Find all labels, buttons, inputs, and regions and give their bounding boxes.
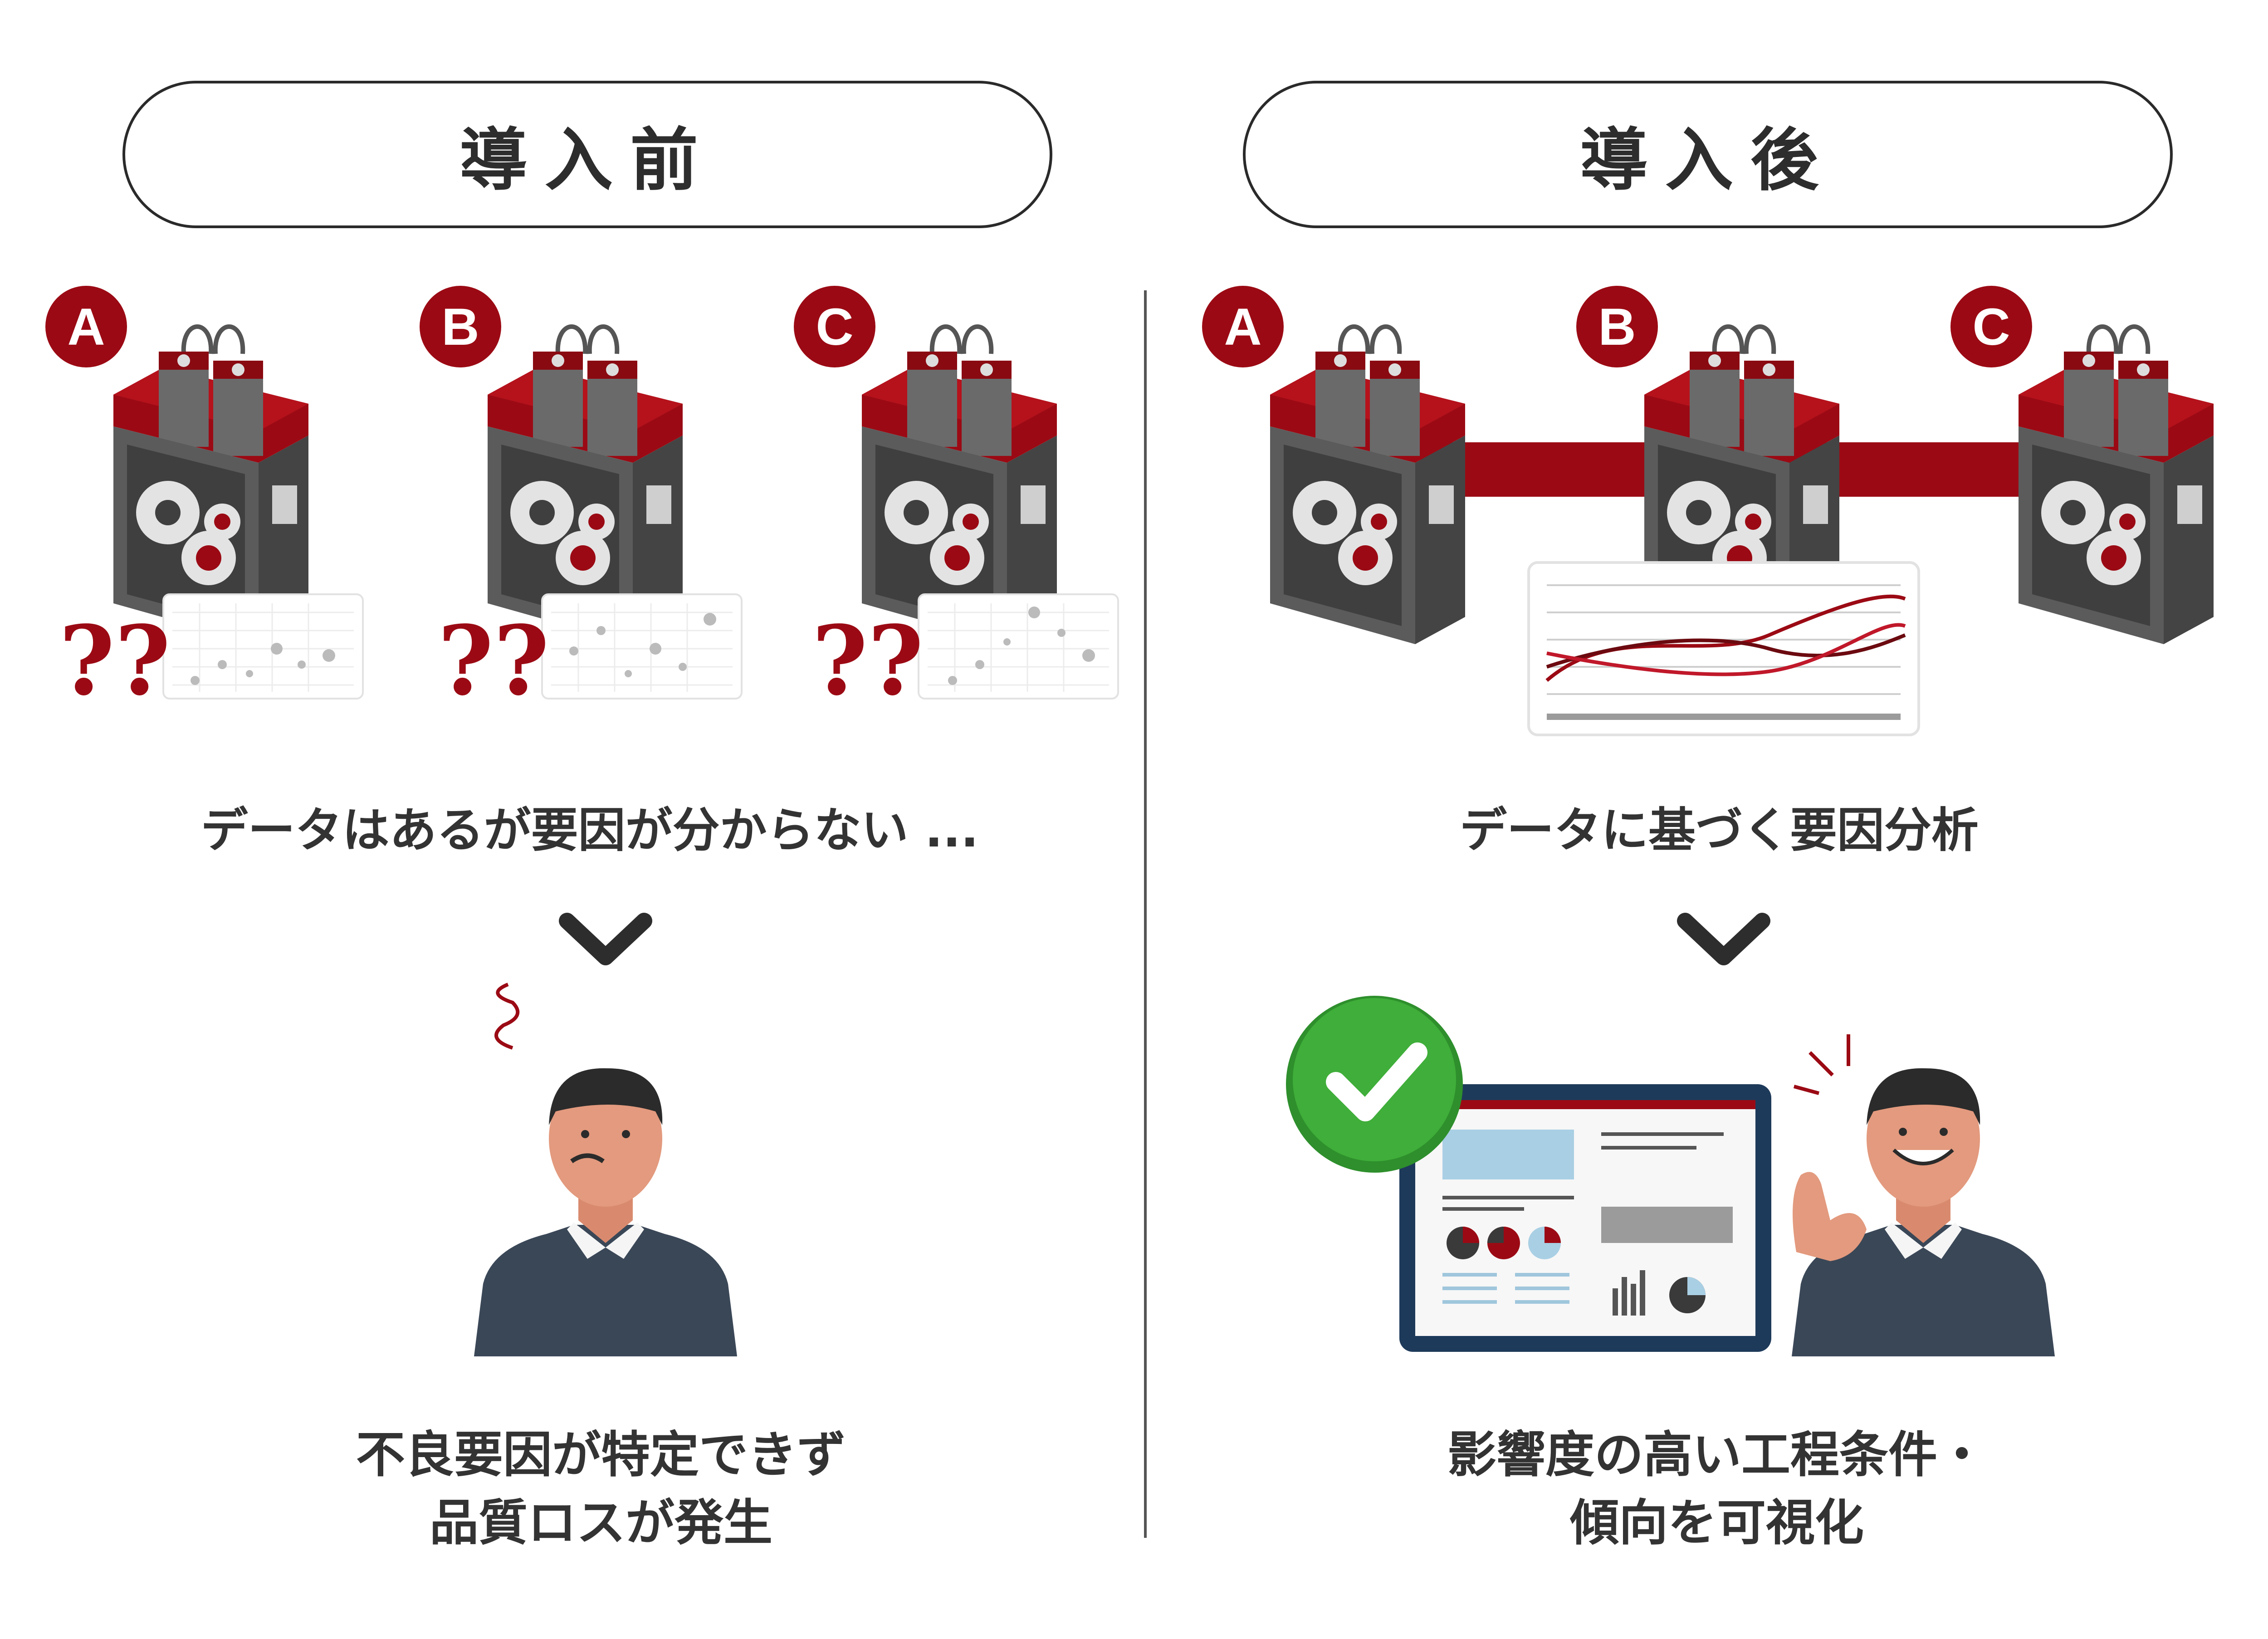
before-question-a: ??: [59, 605, 171, 717]
before-question-c: ??: [812, 605, 924, 717]
before-result-line2: 品質ロスが発生: [429, 1495, 772, 1551]
before-machine-c: C: [794, 286, 1057, 644]
after-result-line1: 影響度の高い工程条件・: [1447, 1427, 1986, 1483]
before-scatter-a: [162, 593, 364, 700]
before-scatter-b: [541, 593, 743, 700]
worried-person: [474, 983, 737, 1356]
tablet-dashboard: [1399, 1084, 1771, 1352]
before-title: 導入前: [122, 81, 1052, 228]
after-label-b: B: [1598, 298, 1636, 356]
happy-person: [1792, 1034, 2055, 1356]
check-badge-icon: [1286, 996, 1463, 1173]
after-machine-a: A: [1202, 286, 1465, 644]
before-machine-a: A: [45, 286, 308, 644]
after-machine-b: B: [1576, 286, 1839, 644]
after-result-line2: 傾向を可視化: [1569, 1495, 1864, 1551]
before-machine-b: B: [420, 286, 683, 644]
after-label-a: A: [1224, 298, 1261, 356]
before-caption: データはあるが要因が分からない ...: [200, 802, 979, 858]
before-label-c: C: [816, 298, 853, 356]
before-label-b: B: [441, 298, 479, 356]
before-chevron-down-icon: [559, 913, 652, 965]
after-trend-card: [1527, 561, 1920, 736]
after-label-c: C: [1972, 298, 2010, 356]
after-title: 導入後: [1243, 81, 2173, 228]
before-label-a: A: [67, 298, 105, 356]
after-chevron-down-icon: [1677, 913, 1770, 965]
before-result-line1: 不良要因が特定できず: [356, 1427, 846, 1483]
after-machine-c: C: [1950, 286, 2214, 644]
before-question-b: ??: [438, 605, 549, 717]
before-scatter-c: [918, 593, 1119, 700]
center-divider: [1144, 290, 1147, 1538]
after-caption: データに基づく要因分析: [1459, 802, 1979, 858]
